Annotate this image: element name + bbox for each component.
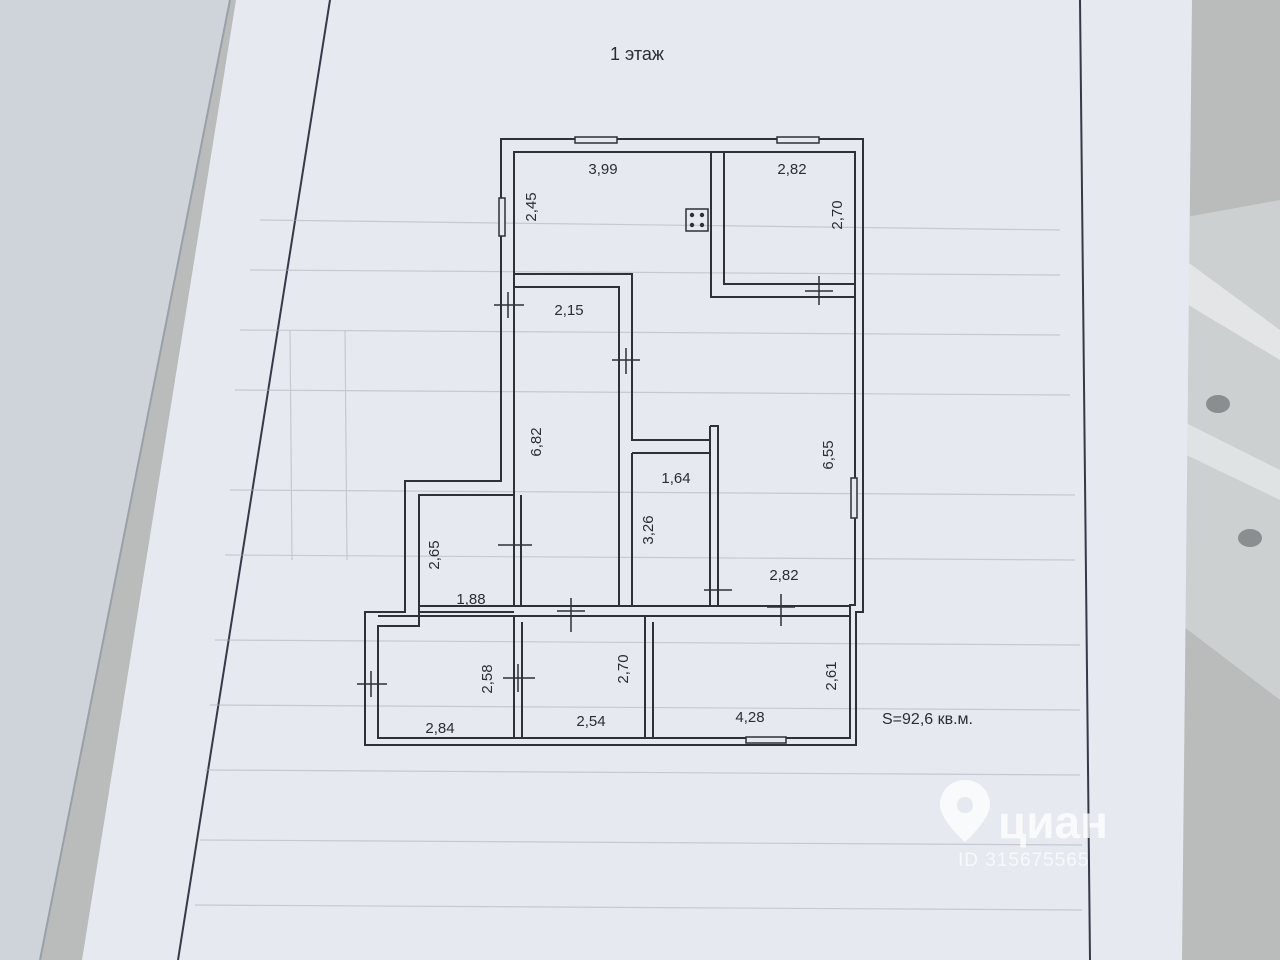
window-se-south <box>745 736 787 744</box>
page-border-right <box>1079 0 1091 960</box>
doors <box>357 276 833 697</box>
back-sheet <box>0 0 230 960</box>
dim-ne-room-width: 2,82 <box>777 161 806 178</box>
total-area-label: S=92,6 кв.м. <box>882 711 973 728</box>
dim-kitchen-width: 3,99 <box>588 161 617 178</box>
page-border-left <box>177 0 331 960</box>
window-kitchen-north <box>574 136 618 144</box>
window-ne-north <box>776 136 820 144</box>
location-pin-icon <box>940 780 990 842</box>
plastic-sleeve <box>1170 200 1280 700</box>
floor-title: 1 этаж <box>610 44 664 64</box>
dimension-labels: 3,99 2,45 2,82 2,70 2,15 6,82 6,55 1,64 … <box>425 161 846 737</box>
ne-room-wall-inner <box>723 152 855 285</box>
outer-wall-inner <box>377 151 856 739</box>
stove-icon <box>685 208 709 232</box>
windows <box>498 136 858 744</box>
dim-kitchen-height: 2,45 <box>523 192 540 221</box>
dim-small-room-height: 2,65 <box>426 540 443 569</box>
kitchen-wall-inner <box>514 286 620 606</box>
ne-room-wall <box>710 152 855 298</box>
dim-living-width: 2,82 <box>769 567 798 584</box>
dim-ne-room-height: 2,70 <box>829 200 846 229</box>
dim-middle-room-width: 2,54 <box>576 713 605 730</box>
dim-small-room-width: 1,88 <box>456 591 485 608</box>
show-through-table <box>194 219 1083 911</box>
dim-sw-room-width: 2,84 <box>425 720 454 737</box>
dim-living-height: 6,55 <box>820 440 837 469</box>
outer-wall-outer <box>364 138 864 746</box>
dim-sw-room-height: 2,58 <box>479 664 496 693</box>
watermark-id: ID 315675565 <box>958 850 1089 871</box>
dim-closet-width: 1,64 <box>661 470 690 487</box>
dim-se-room-height: 2,61 <box>823 661 840 690</box>
floor-plan <box>364 138 864 746</box>
window-kitchen-west <box>498 197 506 237</box>
dim-corridor-width: 2,15 <box>554 302 583 319</box>
dim-corridor-length: 6,82 <box>528 427 545 456</box>
dim-se-room-width: 4,28 <box>735 709 764 726</box>
watermark-brand: циан <box>998 796 1108 848</box>
dim-middle-room-height: 2,70 <box>615 654 632 683</box>
window-living-east <box>850 477 858 519</box>
paper-sheet <box>82 0 1192 960</box>
kitchen-wall <box>514 273 710 441</box>
dim-closet-height: 3,26 <box>640 515 657 544</box>
cian-watermark: циан ID 315675565 <box>940 780 1108 871</box>
